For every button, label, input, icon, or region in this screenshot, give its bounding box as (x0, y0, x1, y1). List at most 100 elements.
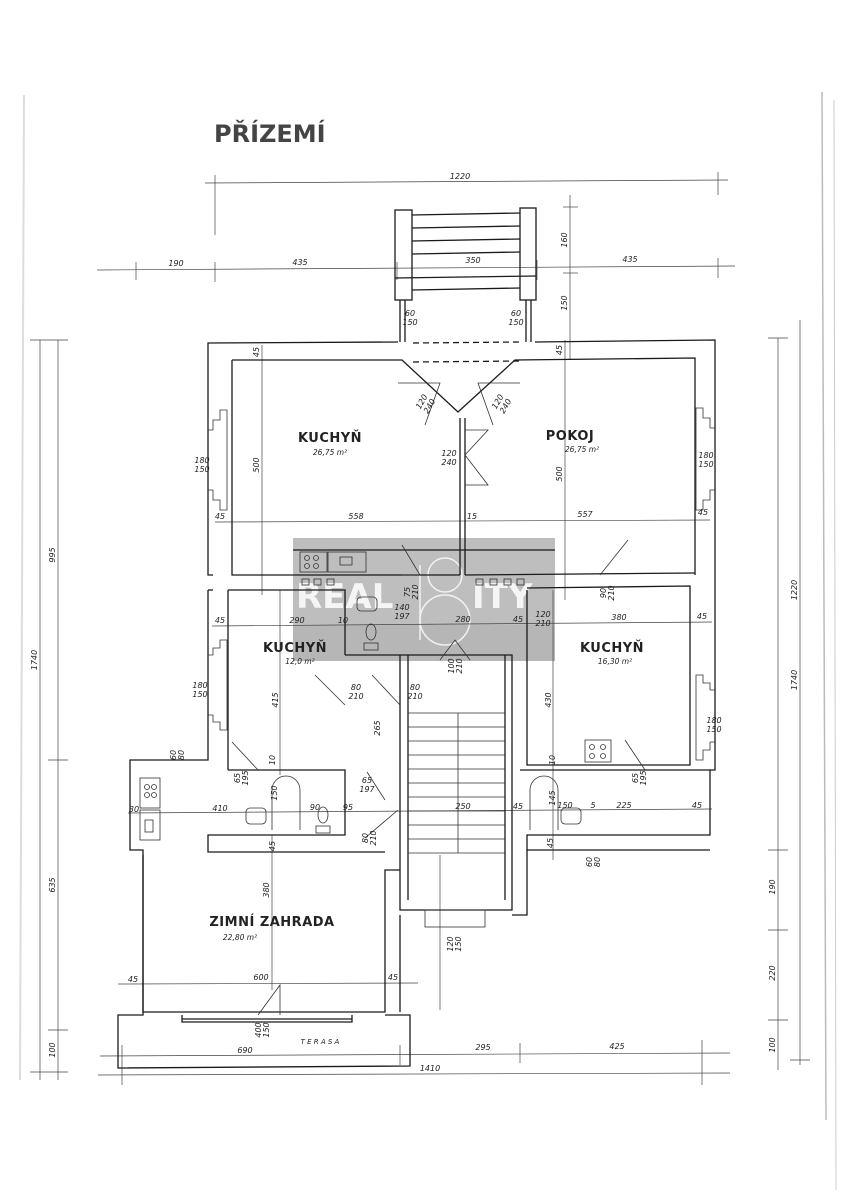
opening-height: 197 (359, 785, 375, 794)
watermark-text-right: ITY (472, 577, 533, 617)
opening-height: 80 (177, 750, 186, 760)
dim-label: 350 (465, 256, 480, 265)
opening-height: 210 (369, 830, 378, 845)
opening-width: 60 (405, 309, 415, 318)
dim-label: 100 (768, 1037, 777, 1052)
washbasin-icon-2 (560, 807, 582, 825)
dim-label: 557 (577, 510, 593, 519)
door-swings (231, 382, 646, 1016)
room-area: 12,0 m² (285, 657, 314, 666)
dim-label: 5 (590, 801, 595, 810)
opening-width: 120 (446, 936, 455, 951)
windows (208, 407, 715, 761)
dim-label: 45 (555, 345, 564, 355)
opening-height: 150 (508, 318, 523, 327)
dim-label: 10 (338, 616, 348, 625)
opening-width: 80 (410, 683, 420, 692)
dim-label: 425 (609, 1042, 624, 1051)
dim-label: 290 (289, 616, 304, 625)
opening-height: 195 (639, 770, 648, 785)
dim-label: 45 (388, 973, 398, 982)
opening-height: 80 (593, 857, 602, 867)
sink-icon (327, 551, 367, 573)
dim-label: 30 (129, 805, 139, 814)
opening-width: 180 (192, 681, 207, 690)
dim-label: 220 (768, 965, 777, 980)
opening-width: 60 (511, 309, 521, 318)
stove-icon-3 (584, 739, 612, 763)
opening-width: 180 (706, 716, 721, 725)
dim-label: 150 (560, 295, 569, 310)
bathtub-icon-2 (529, 775, 559, 830)
room-name: KUCHYŇ (298, 430, 362, 446)
room-name: ZIMNÍ ZAHRADA (209, 914, 334, 930)
fixtures (139, 551, 612, 841)
dim-label: 90 (310, 803, 320, 812)
opening-width: 65 (362, 776, 372, 785)
opening-width: 90 (599, 588, 608, 598)
toilet-icon-2 (365, 623, 377, 641)
dim-label: 45 (215, 512, 225, 521)
dim-label: 150 (557, 801, 572, 810)
dim-label: 95 (343, 803, 353, 812)
dim-label: 265 (373, 720, 382, 735)
opening-height: 197 (394, 612, 410, 621)
room-area: 16,30 m² (598, 657, 632, 666)
dim-label: 10 (548, 755, 557, 765)
dim-label: 190 (768, 879, 777, 894)
room-name-terasa: T E R A S A (301, 1038, 340, 1046)
dim-label: 295 (475, 1043, 490, 1052)
dim-label: 160 (560, 232, 569, 247)
dim-label: 190 (168, 259, 183, 268)
dim-label: 145 (548, 790, 557, 805)
opening-height: 210 (535, 619, 550, 628)
page-edge-right-2 (833, 99, 837, 1191)
opening-height: 210 (407, 692, 422, 701)
dim-label: 558 (348, 512, 363, 521)
opening-height: 150 (706, 725, 721, 734)
dim-label: 250 (455, 802, 470, 811)
dim-label: 435 (292, 258, 307, 267)
dim-label: 100 (48, 1042, 57, 1057)
dim-label: 500 (252, 457, 261, 472)
room-area: 26,75 m² (565, 445, 599, 454)
dim-label: 690 (237, 1046, 252, 1055)
dim-label: 415 (271, 692, 280, 707)
opening-width: 180 (194, 456, 209, 465)
dim-label: 1410 (420, 1064, 440, 1073)
dim-label: 45 (698, 508, 708, 517)
opening-width: 80 (351, 683, 361, 692)
dim-label: 45 (692, 801, 702, 810)
staircase (408, 712, 505, 928)
dim-label: 1220 (790, 580, 799, 600)
opening-height: 150 (262, 1022, 271, 1037)
opening-height: 150 (402, 318, 417, 327)
walls (117, 339, 716, 1069)
dim-label: 500 (555, 466, 564, 481)
stove-icon (299, 551, 328, 573)
room-name: KUCHYŇ (580, 640, 644, 656)
toilet-icon (317, 806, 329, 824)
dim-label: 45 (215, 616, 225, 625)
room-name: POKOJ (546, 429, 594, 444)
washbasin-icon (245, 807, 267, 825)
dim-label: 1220 (450, 172, 470, 181)
opening-height: 150 (192, 690, 207, 699)
dim-label: 435 (622, 255, 637, 264)
opening-height: 210 (455, 658, 464, 673)
dim-label: 635 (48, 877, 57, 892)
dim-label: 150 (270, 785, 279, 800)
